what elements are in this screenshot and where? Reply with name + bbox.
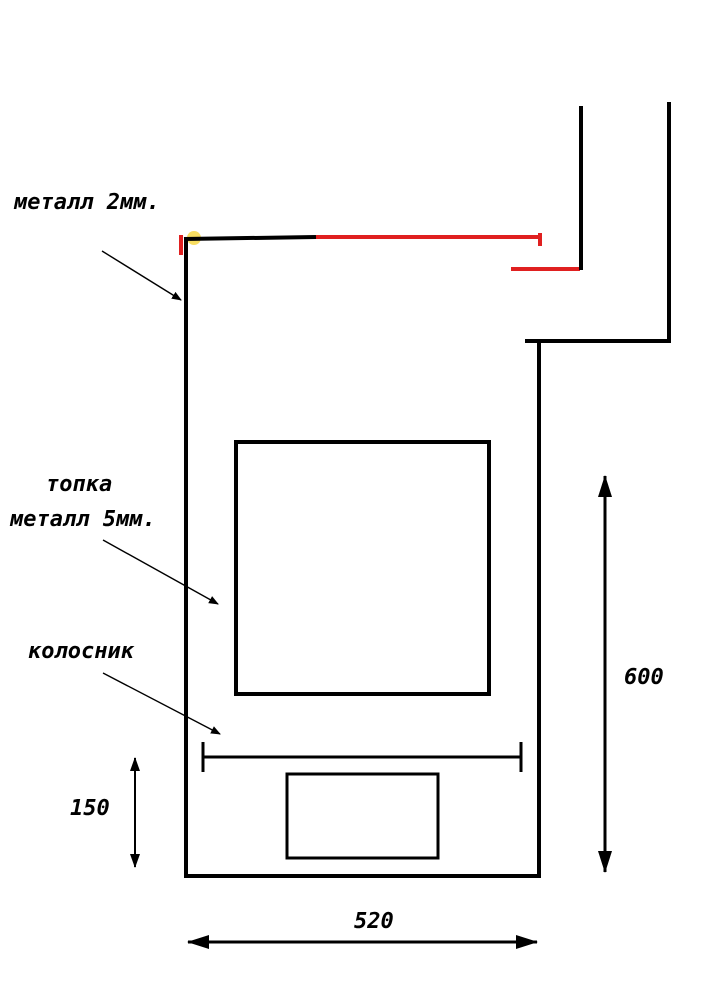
ash-door-rect	[285, 772, 440, 860]
grate	[201, 742, 523, 772]
pointer-arrow-grate	[102, 672, 221, 735]
label-grate: колосник	[28, 639, 134, 664]
stove-top-black-segment	[183, 235, 317, 241]
firebox-rect	[234, 440, 491, 696]
pointer-arrow-firebox	[102, 539, 219, 605]
label-firebox-metal-5mm: металл 5мм.	[10, 507, 156, 532]
pointer-arrow-metal-2mm	[101, 250, 182, 301]
chimney	[525, 102, 671, 343]
dimension-width-label: 520	[354, 909, 394, 934]
label-metal-2mm: металл 2мм.	[14, 190, 160, 215]
dimension-ash-height-label: 150	[70, 796, 110, 821]
dimension-height-label: 600	[624, 665, 664, 690]
stove-body	[183, 235, 541, 878]
label-firebox: топка	[46, 472, 113, 497]
top-plate-red	[179, 233, 580, 271]
